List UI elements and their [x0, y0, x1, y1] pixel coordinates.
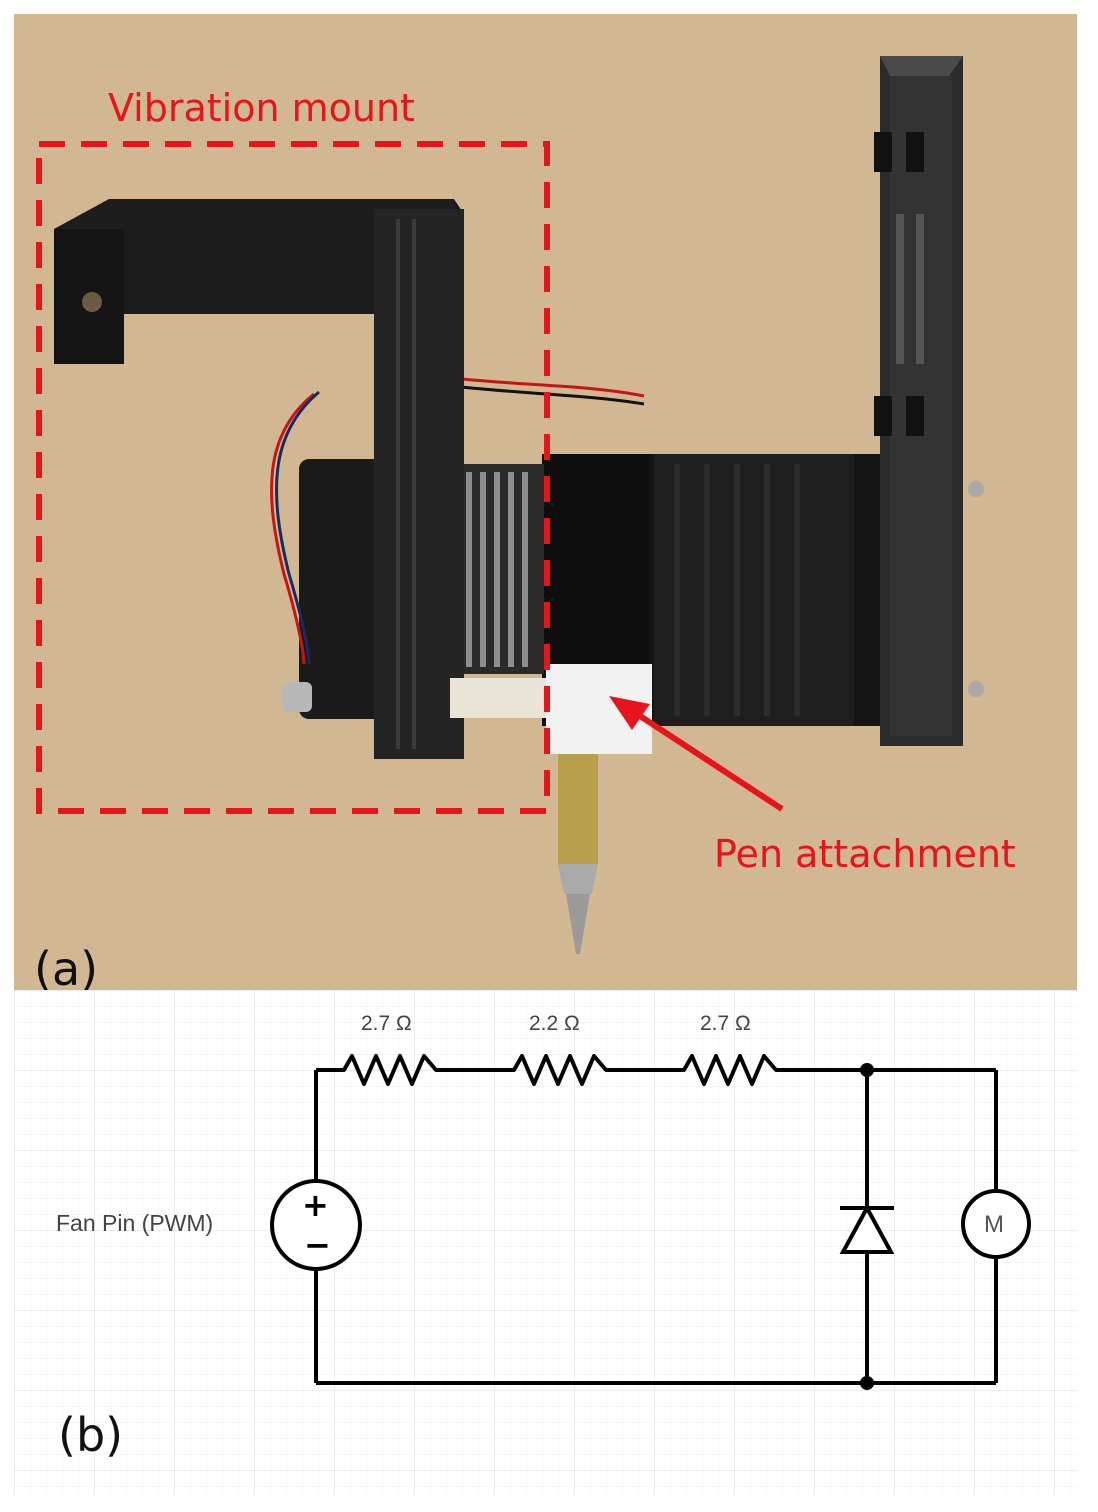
photo-panel-a: Vibration mount Pen attachment (a): [14, 14, 1077, 990]
metal-bracket: [874, 56, 984, 746]
circuit-panel-b: 2.7 Ω 2.2 Ω 2.7 Ω Fan Pin (PWM) + − M (b…: [14, 990, 1077, 1495]
panel-b-label: (b): [58, 1408, 124, 1462]
top-wire-resistors: [316, 1054, 996, 1086]
grid-background: [14, 990, 1077, 1495]
source-plus-sign: +: [302, 1186, 329, 1224]
vibration-mount-box: [36, 141, 550, 814]
vibration-mount-label: Vibration mount: [108, 86, 415, 130]
resistor-2-label: 2.2 Ω: [529, 1012, 580, 1035]
junction-bottom: [860, 1376, 874, 1390]
motor-label: M: [984, 1211, 1004, 1238]
mount-photo-illustration: [36, 56, 984, 954]
pen-attachment-label: Pen attachment: [714, 832, 1016, 876]
printed-mount: [54, 199, 464, 759]
junction-top: [860, 1063, 874, 1077]
shaft-end: [282, 682, 312, 712]
cooling-fan: [299, 459, 394, 719]
engraving-pen: [558, 754, 598, 954]
circuit-schematic: [14, 990, 1077, 1495]
fan-pin-label: Fan Pin (PWM): [56, 1210, 214, 1236]
source-minus-sign: −: [304, 1226, 331, 1264]
resistor-3-label: 2.7 Ω: [700, 1012, 751, 1035]
diode-symbol: [839, 1203, 895, 1254]
voltage-source-symbol: [270, 1179, 362, 1271]
heatsink: [458, 464, 544, 674]
shaft: [450, 678, 546, 718]
wiring: [314, 1054, 998, 1385]
panel-a-label: (a): [34, 942, 99, 990]
pen-arrow: [609, 696, 784, 812]
resistor-1-label: 2.7 Ω: [361, 1012, 412, 1035]
motor-symbol: [961, 1189, 1031, 1259]
